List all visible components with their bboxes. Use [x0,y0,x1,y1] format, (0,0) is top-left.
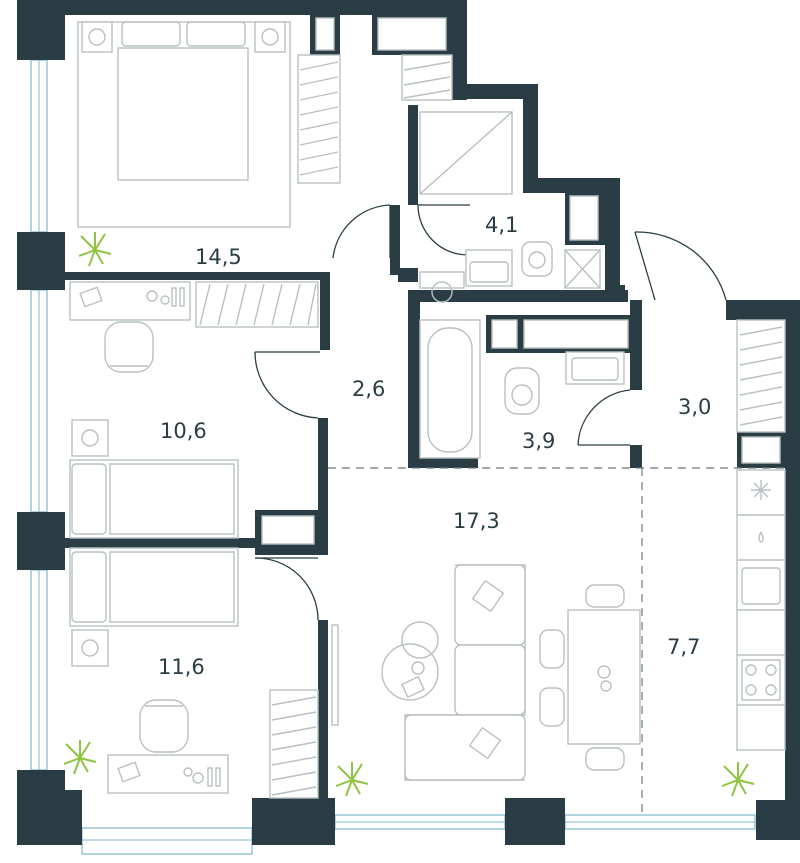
desk-icon [69,281,191,321]
area-label-living-room: 17,3 [453,509,500,533]
double-bed-icon [77,21,291,228]
sofa-icon [404,564,526,781]
plant-icon [78,232,112,267]
area-label-kitchen: 7,7 [667,635,700,659]
bathtub-icon [419,319,481,459]
area-label-bedroom-1: 14,5 [195,245,242,269]
area-label-hall: 2,6 [352,377,385,401]
coffee-table-icon [381,621,439,701]
single-bed-2-icon [69,547,239,667]
area-label-bedroom-3: 11,6 [158,655,205,679]
toilet-icon [521,241,553,277]
area-label-entrance-hall: 3,0 [678,395,711,419]
left-windows [30,59,48,771]
kitchen-counter-icon [736,469,786,751]
plant-4-icon [721,762,755,797]
wardrobe-3-icon [269,689,319,799]
area-label-bedroom-2: 10,6 [160,419,207,443]
chair-2-icon [139,699,189,753]
doors [254,204,727,621]
toilet-2-icon [504,367,540,415]
wardrobe-2-icon [195,281,319,328]
sink-2-icon [565,351,625,385]
single-bed-icon [69,419,239,539]
sink-icon [465,249,513,287]
bottom-windows [81,814,756,855]
wardrobe-4-icon [736,319,786,433]
shower-icon [419,111,513,195]
chair-icon [104,321,154,373]
area-label-bathroom-2: 3,9 [522,429,555,453]
wardrobe-icon [297,54,453,184]
walls [17,0,800,845]
dining-table-icon [539,584,641,771]
shaft-icon [564,249,601,289]
desk-2-icon [107,754,229,794]
plant-3-icon [335,762,369,797]
area-label-bathroom-1: 4,1 [485,213,518,237]
plant-2-icon [63,740,97,775]
washing-machine-icon [419,271,465,303]
tv-stand-icon [331,624,339,726]
